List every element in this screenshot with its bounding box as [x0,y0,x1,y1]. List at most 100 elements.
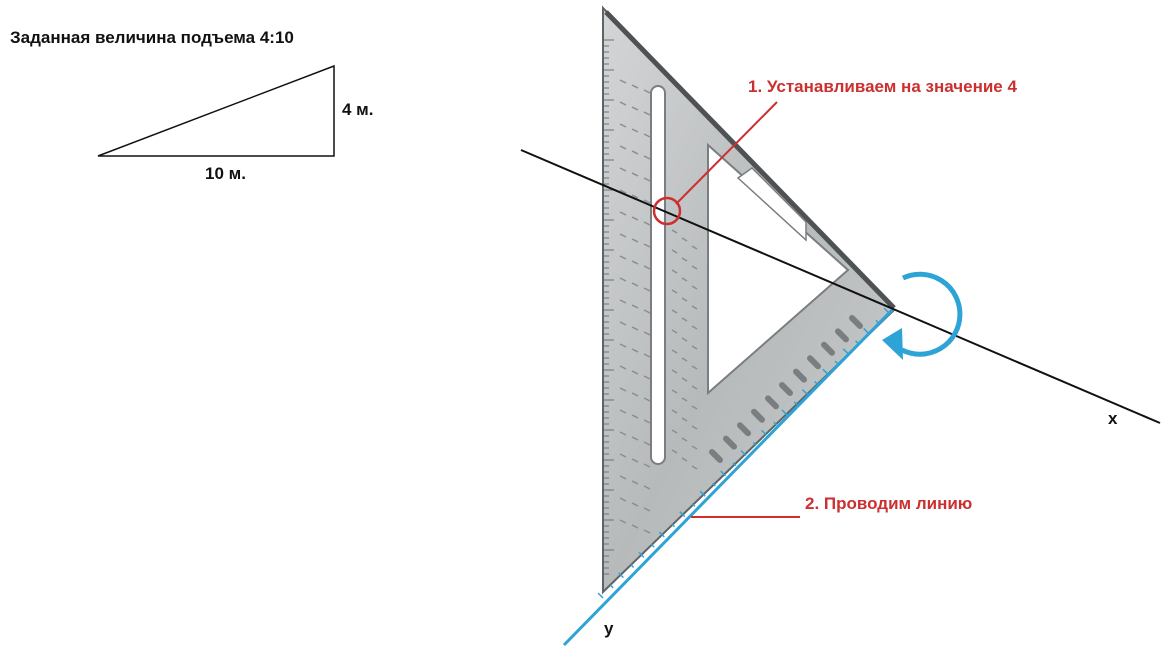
rafter-square-scale-rows [619,79,698,534]
scale-mark [631,282,639,287]
scale-mark [619,431,627,436]
rafter-notch [737,422,751,437]
scale-mark [619,409,627,414]
scale-mark [631,216,639,221]
scale-mark [691,465,698,470]
scale-mark [631,524,639,529]
scale-mark [619,475,627,480]
scale-mark [671,229,678,234]
blue-tick [740,450,747,457]
diagram-title: Заданная величина подъема 4:10 [10,28,294,47]
scale-mark [671,289,678,294]
scale-mark [631,194,639,199]
scale-mark [643,419,651,424]
scale-mark [681,297,688,302]
scale-mark [619,343,627,348]
scale-mark [691,445,698,450]
rafter-notch [821,341,835,356]
rafter-notch [793,368,807,383]
scale-mark [631,326,639,331]
scale-mark [681,377,688,382]
scale-mark [691,265,698,270]
scale-mark [643,331,651,336]
blue-tick [712,482,716,487]
scale-mark [619,233,627,238]
scale-mark [681,277,688,282]
blue-tick [630,564,635,568]
blue-tick [679,511,686,518]
blue-tick [834,360,839,365]
scale-mark [691,385,698,390]
blue-tick [650,543,655,548]
rafter-notch [751,408,765,423]
scale-mark [619,365,627,370]
scale-mark [643,485,651,490]
scale-mark [643,529,651,534]
rafter-notch [709,449,723,463]
blue-tick [752,441,757,446]
rafter-notch [765,395,779,410]
blue-tick [883,307,890,314]
blue-tick [658,531,665,538]
scale-mark [631,370,639,375]
scale-mark [631,106,639,111]
blue-line-ticks [597,307,890,599]
scale-mark [619,277,627,282]
blue-tick [781,409,788,416]
scale-mark [681,317,688,322]
rafter-square-lip [604,10,896,310]
scale-mark [631,304,639,309]
axis-y-label: y [604,619,614,638]
scale-mark [671,449,678,454]
scale-mark [691,305,698,310]
scale-mark [671,349,678,354]
rotate-arrow-icon [882,271,963,360]
scale-mark [643,111,651,116]
scale-mark [619,189,627,194]
scale-mark [619,211,627,216]
scale-mark [671,429,678,434]
rafter-square-notches [709,315,863,463]
scale-mark [619,255,627,260]
blue-tick [822,368,829,375]
scale-mark [619,123,627,128]
scale-mark [619,497,627,502]
scale-mark [631,392,639,397]
blue-tick [691,503,696,507]
scale-mark [631,238,639,243]
scale-mark [681,357,688,362]
scale-mark [643,243,651,248]
scale-mark [631,348,639,353]
scale-mark [643,221,651,226]
scale-mark [643,441,651,446]
scale-mark [671,369,678,374]
scale-mark [691,345,698,350]
blue-tick [875,319,880,324]
scale-mark [619,321,627,326]
step2-label: 2. Проводим линию [805,494,973,513]
rafter-square [602,5,896,595]
scale-mark [681,417,688,422]
scale-mark [643,89,651,94]
blue-tick [773,421,778,426]
scale-mark [631,458,639,463]
scale-mark [681,437,688,442]
triangle-width-label: 10 м. [205,164,246,183]
scale-mark [643,353,651,358]
blue-tick [638,551,645,558]
scale-mark [681,457,688,462]
scale-mark [619,299,627,304]
blue-tick [732,462,737,467]
rafter-notch [779,382,793,396]
blue-tick [609,584,614,589]
rotate-arrow-arc [900,271,963,357]
scale-mark [619,79,627,84]
scale-mark [671,249,678,254]
scale-mark [681,257,688,262]
scale-mark [619,167,627,172]
scale-mark [619,101,627,106]
scale-mark [643,397,651,402]
scale-mark [671,309,678,314]
